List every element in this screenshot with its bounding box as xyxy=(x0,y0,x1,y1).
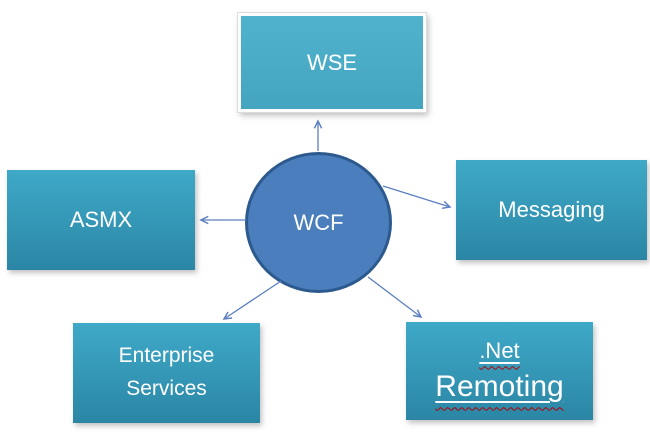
center-node-wcf: WCF xyxy=(245,152,392,293)
node-net-remoting-label-line1: .Net xyxy=(479,338,520,364)
arrow-wcf-to-enterprise-services xyxy=(224,280,282,319)
center-node-wcf-label: WCF xyxy=(293,209,344,235)
node-net-remoting: .Net Remoting xyxy=(406,322,593,420)
node-messaging: Messaging xyxy=(456,160,647,260)
node-asmx: ASMX xyxy=(7,170,195,270)
node-net-remoting-label-line2: Remoting xyxy=(435,370,564,404)
arrow-wcf-to-messaging xyxy=(382,185,450,207)
node-asmx-label: ASMX xyxy=(69,207,133,232)
node-wse: WSE xyxy=(238,13,426,112)
arrow-wcf-to-net-remoting xyxy=(367,276,421,317)
node-enterprise-services-label-line2: Services xyxy=(126,377,207,400)
node-enterprise-services-label-line1: Enterprise xyxy=(118,344,215,368)
node-messaging-label: Messaging xyxy=(498,197,605,222)
node-wse-label: WSE xyxy=(306,49,358,75)
node-enterprise-services: Enterprise Services xyxy=(73,323,260,423)
